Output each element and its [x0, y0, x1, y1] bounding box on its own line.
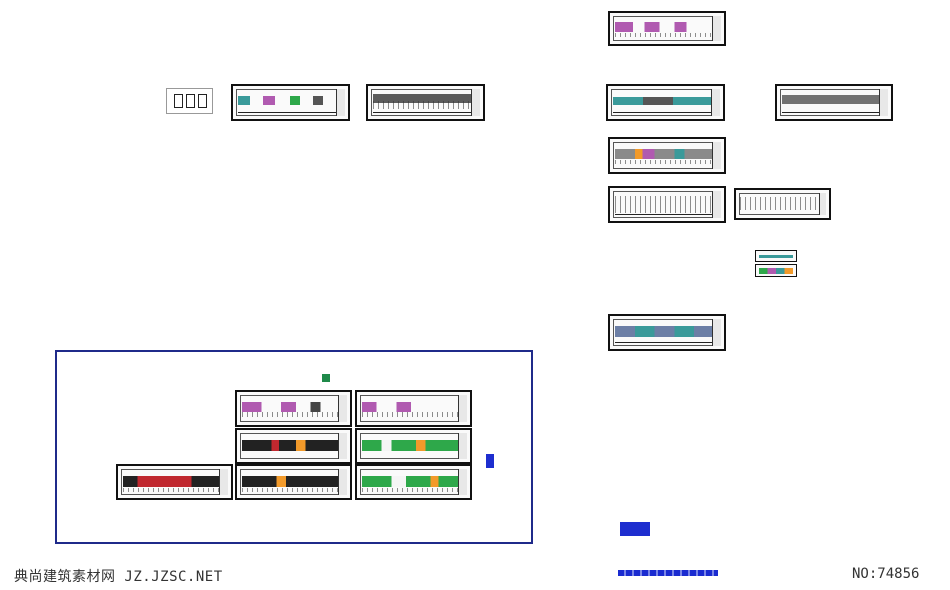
- drawing-sheet-section[interactable]: [734, 188, 831, 220]
- drawing-sheet-roof-plan[interactable]: [608, 314, 726, 351]
- layout-frame: [55, 350, 533, 544]
- layout-sheet-plan-5[interactable]: [116, 464, 233, 500]
- layout-sheet-plan-4[interactable]: [355, 428, 472, 464]
- drawing-sheet-elevations-small[interactable]: [231, 84, 350, 121]
- layout-sheet-plan-6[interactable]: [235, 464, 352, 500]
- blue-label-block: [620, 522, 650, 536]
- drawing-sheet-elevation-long[interactable]: [366, 84, 485, 121]
- id-watermark: NO:74856: [852, 566, 920, 582]
- drawing-sheet-detail-b[interactable]: [755, 264, 797, 277]
- drawing-sheet-elevation-a[interactable]: [606, 84, 725, 121]
- drawing-sheet-plan-top[interactable]: [608, 11, 726, 46]
- blue-note-line: [618, 570, 718, 576]
- layout-sheet-plan-7[interactable]: [355, 464, 472, 500]
- drawing-sheet-elevation-b[interactable]: [775, 84, 893, 121]
- layout-sheet-plan-1[interactable]: [235, 390, 352, 427]
- drawing-sheet-detail-a[interactable]: [755, 250, 797, 262]
- cover-thumbnail[interactable]: [166, 88, 213, 114]
- drawing-sheet-plan-structure[interactable]: [608, 186, 726, 223]
- layout-marker-icon: [486, 454, 494, 468]
- layout-sheet-plan-3[interactable]: [235, 428, 352, 464]
- drawing-sheet-plan-color[interactable]: [608, 137, 726, 174]
- site-watermark: 典尚建筑素材网 JZ.JZSC.NET: [14, 569, 223, 585]
- layout-sheet-plan-2[interactable]: [355, 390, 472, 427]
- north-arrow-icon: [322, 374, 330, 382]
